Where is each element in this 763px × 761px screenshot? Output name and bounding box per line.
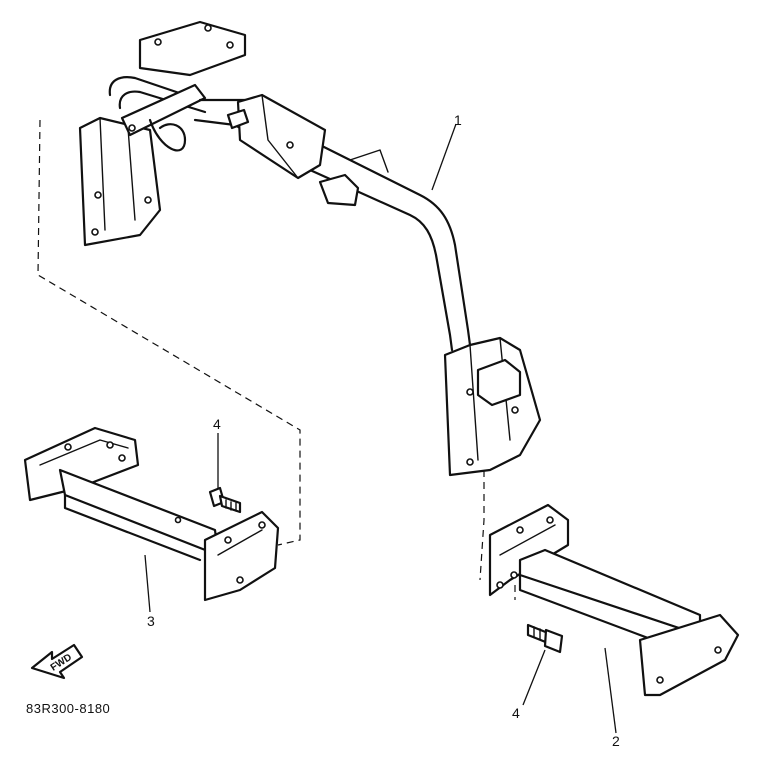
right-bracket bbox=[443, 336, 542, 477]
small-pipe-bracket bbox=[318, 173, 360, 207]
alignment-lines bbox=[37, 119, 516, 600]
part-3-side-plate bbox=[203, 510, 280, 602]
part-2-top-rail bbox=[518, 548, 702, 637]
pipe-sleeve bbox=[236, 93, 327, 180]
top-mount-plate bbox=[138, 20, 247, 77]
part-2-side-plate bbox=[638, 613, 740, 697]
callout-part-1: 1 bbox=[454, 112, 462, 128]
callout-part-4-lower: 4 bbox=[512, 705, 520, 721]
part-1-upper-frame bbox=[78, 20, 542, 477]
callout-leaders bbox=[144, 123, 617, 734]
part-3-left-bracket-assembly bbox=[23, 426, 280, 602]
part-2-end-plate bbox=[488, 503, 570, 597]
callout-part-3: 3 bbox=[147, 613, 155, 629]
right-clamp-block bbox=[476, 358, 522, 407]
callout-part-2: 2 bbox=[612, 733, 620, 749]
part-2-right-bracket-assembly bbox=[488, 503, 740, 697]
part-code: 83R300-8180 bbox=[26, 701, 111, 716]
left-bracket bbox=[78, 116, 162, 247]
part-4-bolt-upper bbox=[208, 486, 242, 514]
part-4-bolt-lower bbox=[526, 623, 564, 654]
callout-part-4-upper: 4 bbox=[213, 416, 221, 432]
clamp-bar bbox=[120, 83, 207, 137]
part-3-top-rail bbox=[58, 468, 220, 557]
fwd-arrow-icon: FWD bbox=[30, 643, 84, 680]
